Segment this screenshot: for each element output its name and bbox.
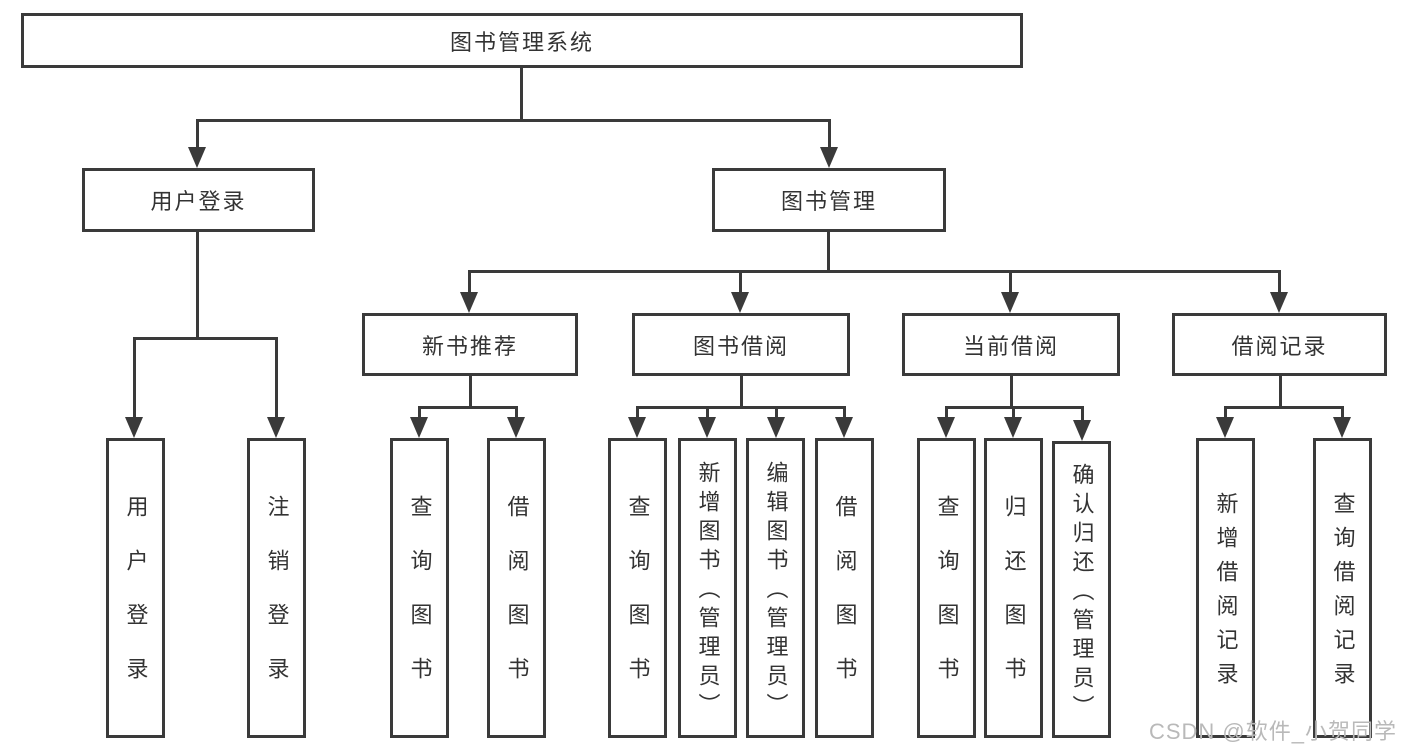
arrowhead-down-icon <box>1073 420 1091 441</box>
leaf-bb-add-book-admin-label: 新增图书（管理员） <box>695 461 721 722</box>
leaf-cb-query-book: 查询图书 <box>917 438 976 738</box>
connector-line <box>1081 406 1084 422</box>
node-book-management: 图书管理 <box>712 168 946 232</box>
arrowhead-down-icon <box>267 417 285 438</box>
leaf-user-login: 用户登录 <box>106 438 165 738</box>
connector-line <box>468 270 471 296</box>
leaf-logout: 注销登录 <box>247 438 306 738</box>
leaf-bb-add-book-admin: 新增图书（管理员） <box>678 438 737 738</box>
connector-line <box>1012 406 1015 420</box>
connector-line <box>1009 270 1012 296</box>
connector-line <box>775 406 778 420</box>
leaf-cb-query-book-label: 查询图书 <box>934 495 960 711</box>
arrowhead-down-icon <box>460 292 478 313</box>
leaf-bb-edit-book-admin: 编辑图书（管理员） <box>746 438 805 738</box>
node-book-management-label: 图书管理 <box>780 189 877 214</box>
connector-line <box>515 406 518 420</box>
arrowhead-down-icon <box>125 417 143 438</box>
connector-line <box>469 376 472 406</box>
leaf-nb-borrow-book: 借阅图书 <box>487 438 546 738</box>
connector-line <box>1278 270 1281 296</box>
connector-line <box>706 406 709 420</box>
connector-line <box>196 119 830 122</box>
arrowhead-down-icon <box>1004 417 1022 438</box>
arrowhead-down-icon <box>1270 292 1288 313</box>
connector-line <box>636 406 846 409</box>
arrowhead-down-icon <box>937 417 955 438</box>
connector-line <box>945 406 948 420</box>
arrowhead-down-icon <box>410 417 428 438</box>
leaf-br-query-record: 查询借阅记录 <box>1313 438 1372 738</box>
arrowhead-down-icon <box>1216 417 1234 438</box>
node-user-login: 用户登录 <box>82 168 315 232</box>
connector-line <box>740 376 743 406</box>
leaf-cb-confirm-return-admin: 确认归还（管理员） <box>1052 441 1111 738</box>
node-borrow-records: 借阅记录 <box>1172 313 1387 376</box>
arrowhead-down-icon <box>835 417 853 438</box>
connector-line <box>1010 376 1013 406</box>
connector-line <box>739 270 742 296</box>
arrowhead-down-icon <box>1333 417 1351 438</box>
leaf-user-login-label: 用户登录 <box>123 495 149 711</box>
connector-line <box>468 270 1281 273</box>
leaf-nb-borrow-book-label: 借阅图书 <box>504 495 530 711</box>
arrowhead-down-icon <box>507 417 525 438</box>
leaf-bb-borrow-book-label: 借阅图书 <box>832 495 858 711</box>
connector-line <box>636 406 639 420</box>
arrowhead-down-icon <box>1001 292 1019 313</box>
leaf-bb-borrow-book: 借阅图书 <box>815 438 874 738</box>
leaf-bb-query-book: 查询图书 <box>608 438 667 738</box>
connector-line <box>827 232 830 270</box>
leaf-bb-query-book-label: 查询图书 <box>625 495 651 711</box>
node-user-login-label: 用户登录 <box>150 189 247 214</box>
node-borrow-records-label: 借阅记录 <box>1231 333 1328 359</box>
leaf-cb-return-book: 归还图书 <box>984 438 1043 738</box>
arrowhead-down-icon <box>767 417 785 438</box>
connector-line <box>1279 376 1282 406</box>
leaf-br-query-record-label: 查询借阅记录 <box>1330 492 1356 696</box>
node-current-borrow-label: 当前借阅 <box>962 333 1059 359</box>
leaf-logout-label: 注销登录 <box>264 495 290 711</box>
connector-line <box>133 337 278 340</box>
connector-line <box>196 119 199 152</box>
connector-line <box>828 119 831 152</box>
connector-line <box>133 337 136 419</box>
node-root-label: 图书管理系统 <box>449 29 594 55</box>
connector-line <box>520 66 523 119</box>
leaf-nb-query-book: 查询图书 <box>390 438 449 738</box>
node-current-borrow: 当前借阅 <box>902 313 1120 376</box>
connector-line <box>196 232 199 337</box>
arrowhead-down-icon <box>188 147 206 168</box>
connector-line <box>1224 406 1344 409</box>
connector-line <box>418 406 421 420</box>
leaf-nb-query-book-label: 查询图书 <box>407 495 433 711</box>
node-new-book-recommend: 新书推荐 <box>362 313 578 376</box>
node-root: 图书管理系统 <box>21 13 1023 68</box>
arrowhead-down-icon <box>731 292 749 313</box>
leaf-br-add-record-label: 新增借阅记录 <box>1213 492 1239 696</box>
leaf-cb-return-book-label: 归还图书 <box>1001 495 1027 711</box>
leaf-br-add-record: 新增借阅记录 <box>1196 438 1255 738</box>
leaf-cb-confirm-return-admin-label: 确认归还（管理员） <box>1069 462 1095 724</box>
leaf-bb-edit-book-admin-label: 编辑图书（管理员） <box>763 461 789 722</box>
arrowhead-down-icon <box>628 417 646 438</box>
watermark: CSDN @软件_小贺同学 <box>1148 719 1397 744</box>
connector-line <box>1341 406 1344 420</box>
connector-line <box>275 337 278 419</box>
arrowhead-down-icon <box>698 417 716 438</box>
connector-line <box>1224 406 1227 420</box>
node-new-book-recommend-label: 新书推荐 <box>421 333 518 359</box>
node-book-borrow-label: 图书借阅 <box>692 333 789 359</box>
connector-line <box>843 406 846 420</box>
arrowhead-down-icon <box>820 147 838 168</box>
node-book-borrow: 图书借阅 <box>632 313 850 376</box>
connector-line <box>418 406 518 409</box>
